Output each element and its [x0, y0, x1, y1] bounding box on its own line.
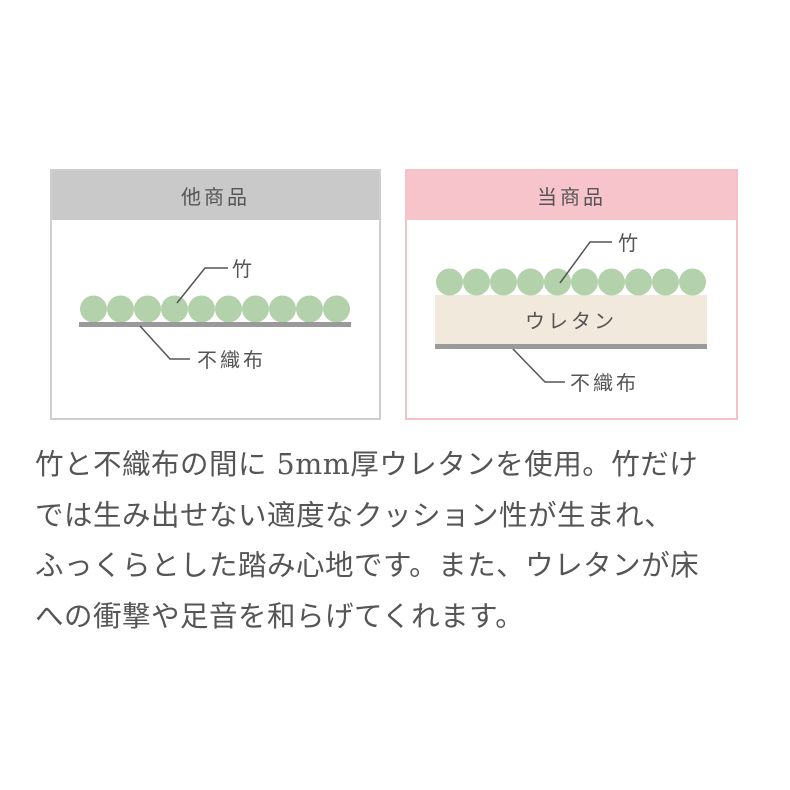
this-bamboo-label: 竹	[618, 231, 641, 255]
other-nonwoven-leader-line	[139, 325, 190, 360]
this-product-title: 当商品	[407, 171, 736, 220]
other-nonwoven-label: 不織布	[197, 348, 266, 372]
this-nonwoven-label: 不織布	[570, 371, 639, 395]
this-nonwoven-layer	[435, 344, 707, 349]
this-bamboo-layer	[436, 268, 706, 296]
description-line: ふっくらとした踏み心地です。また、ウレタンが床	[35, 549, 700, 582]
other-bamboo-leader-line	[176, 267, 228, 304]
description-line: への衝撃や足音を和らげてくれます。	[35, 599, 525, 633]
this-bamboo-leader-line	[559, 241, 612, 284]
description-line: では生み出せない適度なクッション性が生まれ、	[35, 498, 674, 532]
description-line: 竹と不織布の間に 5mm厚ウレタンを使用。竹だけ	[35, 448, 699, 481]
this-product-panel: 当商品	[405, 169, 738, 420]
other-bamboo-label: 竹	[232, 257, 255, 281]
other-product-title: 他商品	[52, 171, 379, 220]
product-description: 竹と不織布の間に 5mm厚ウレタンを使用。竹だけ では生み出せない適度なクッショ…	[35, 440, 775, 642]
other-product-panel: 他商品	[50, 169, 381, 420]
urethane-label: ウレタン	[525, 309, 617, 333]
urethane-layer	[435, 295, 707, 344]
other-nonwoven-layer	[79, 322, 351, 327]
this-nonwoven-leader-line	[512, 348, 565, 383]
other-bamboo-layer	[80, 295, 350, 323]
